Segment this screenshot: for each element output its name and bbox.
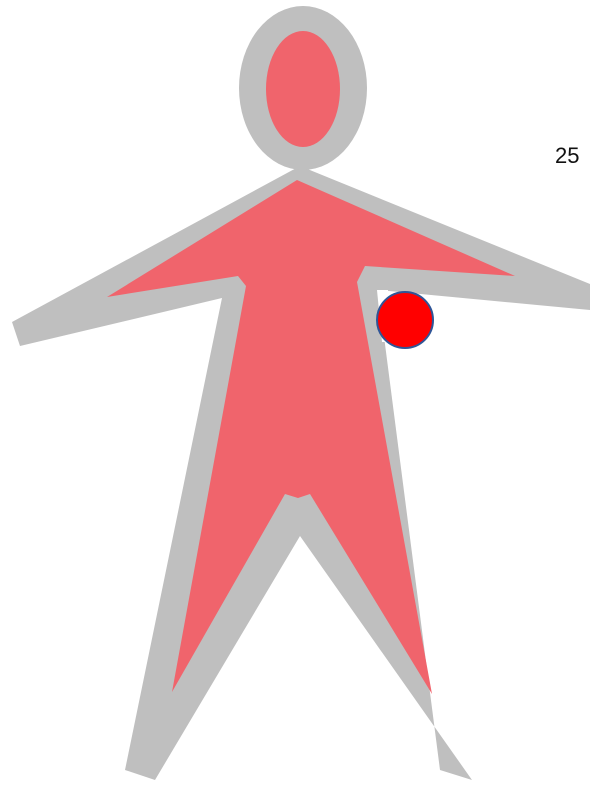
head-fill [266,31,340,147]
marker-dot [377,292,433,348]
edge-label: 25 [555,145,579,167]
